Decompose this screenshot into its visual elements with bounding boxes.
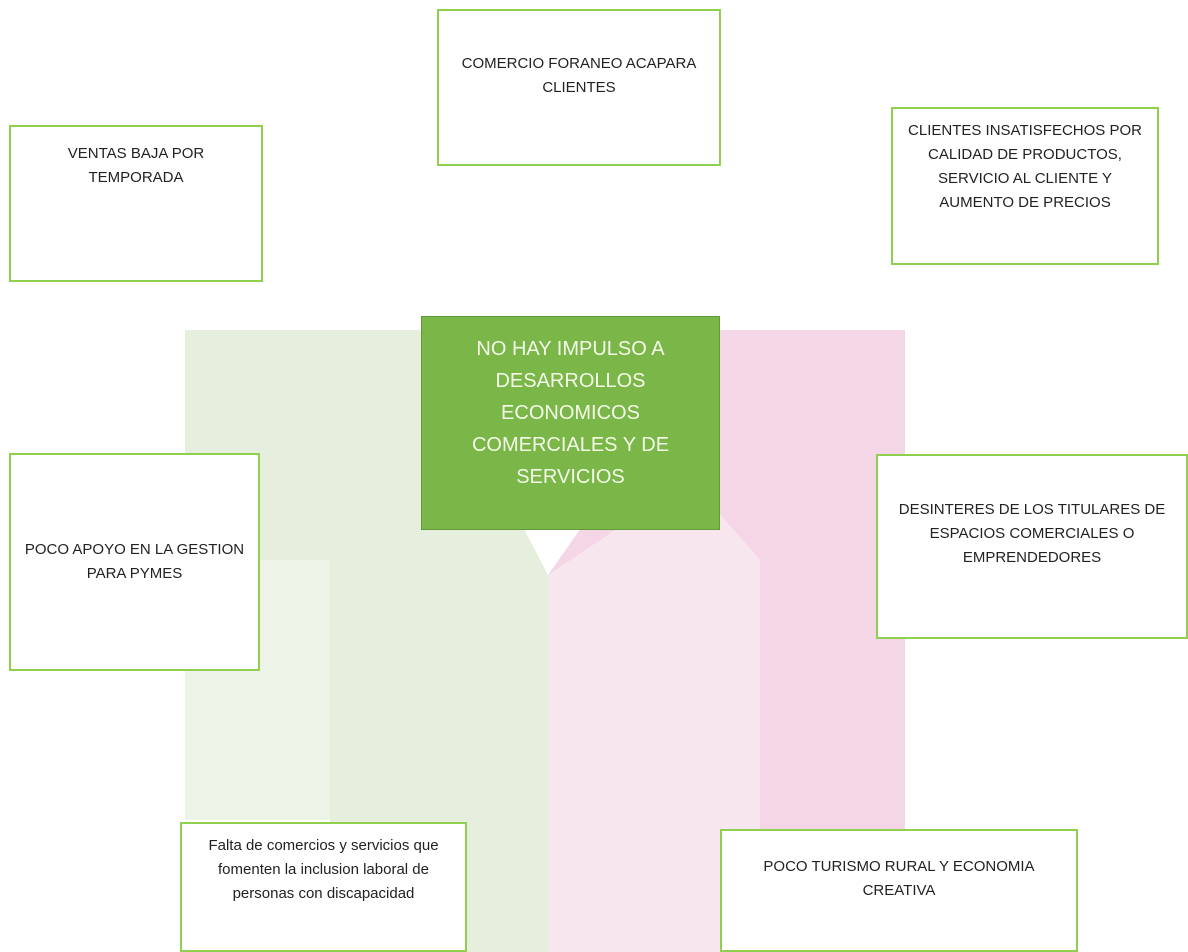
cause-box-poco-turismo: POCO TURISMO RURAL Y ECONOMIA CREATIVA (720, 829, 1078, 952)
cause-box-ventas-baja: VENTAS BAJA POR TEMPORADA (9, 125, 263, 282)
central-problem-text: NO HAY IMPULSO A DESARROLLOS ECONOMICOS … (471, 338, 670, 488)
cause-text: POCO TURISMO RURAL Y ECONOMIA CREATIVA (763, 858, 1035, 899)
cause-text: Falta de comercios y servicios que fomen… (208, 837, 439, 902)
cause-text: POCO APOYO EN LA GESTION PARA PYMES (24, 541, 245, 582)
cause-box-clientes-insatisfechos: CLIENTES INSATISFECHOS POR CALIDAD DE PR… (891, 107, 1159, 265)
cause-text: CLIENTES INSATISFECHOS POR CALIDAD DE PR… (908, 122, 1142, 211)
cause-box-desinteres: DESINTERES DE LOS TITULARES DE ESPACIOS … (876, 454, 1188, 639)
central-problem-box: NO HAY IMPULSO A DESARROLLOS ECONOMICOS … (421, 316, 720, 530)
cause-box-comercio-foraneo: COMERCIO FORANEO ACAPARA CLIENTES (437, 9, 721, 166)
cause-text: DESINTERES DE LOS TITULARES DE ESPACIOS … (898, 501, 1166, 566)
watermark-right-leg (548, 480, 760, 952)
cause-text: VENTAS BAJA POR TEMPORADA (67, 145, 205, 186)
cause-box-poco-apoyo: POCO APOYO EN LA GESTION PARA PYMES (9, 453, 260, 671)
cause-box-falta-de-comercios: Falta de comercios y servicios que fomen… (180, 822, 467, 952)
cause-text: COMERCIO FORANEO ACAPARA CLIENTES (461, 55, 697, 96)
